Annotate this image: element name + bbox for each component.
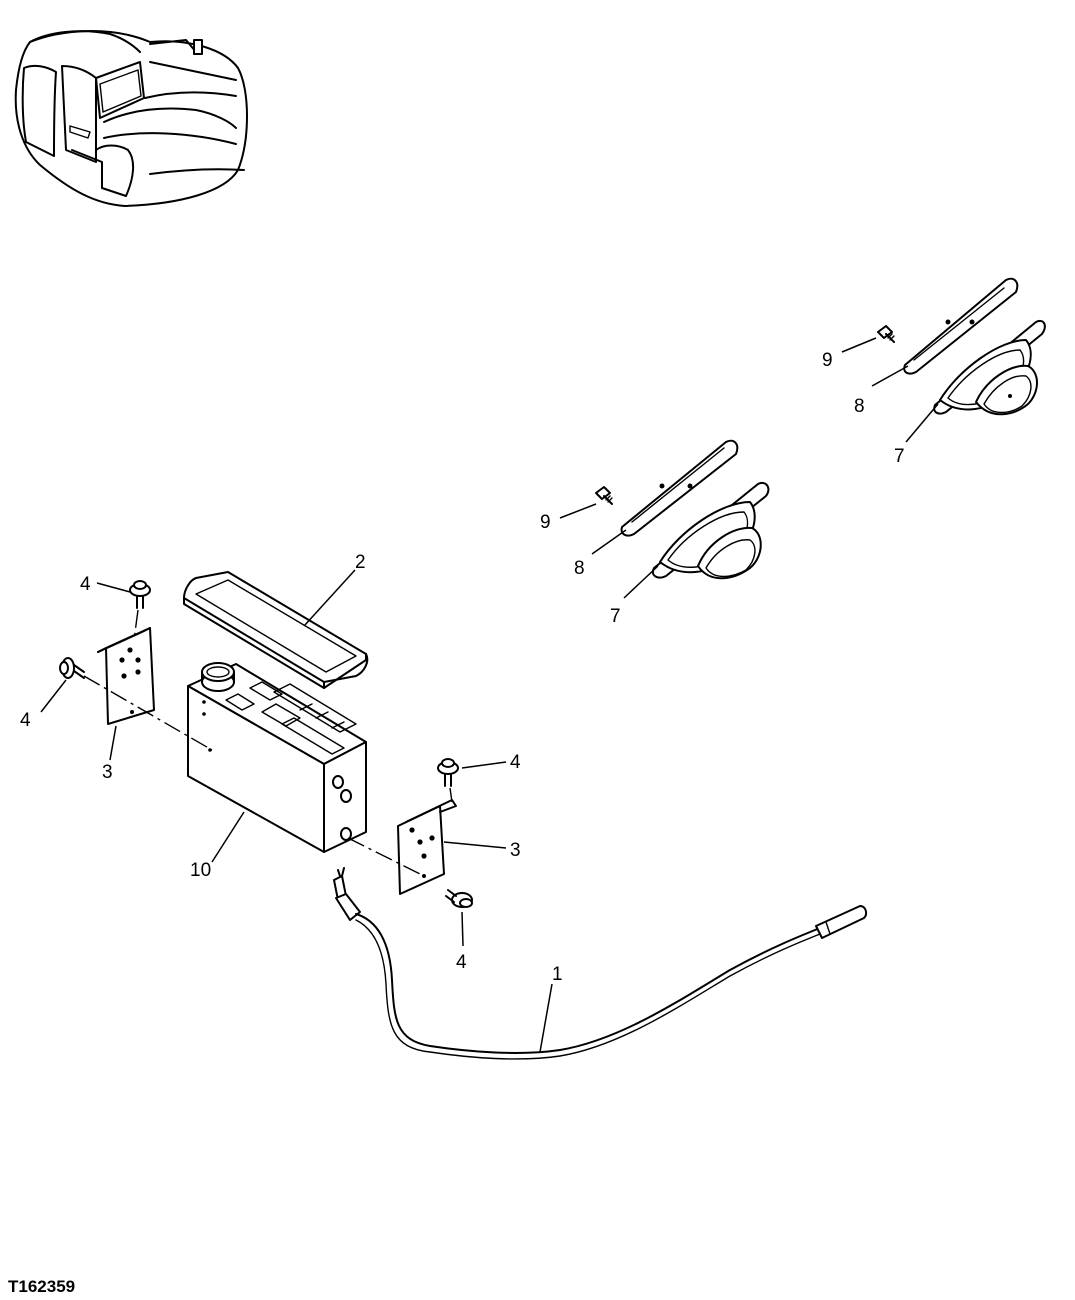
screw-left-side (59, 657, 85, 679)
callout-8-left: 8 (574, 558, 585, 579)
leader-lines (40, 337, 939, 1053)
callout-7-left: 7 (610, 606, 621, 627)
callout-2: 2 (355, 552, 366, 573)
callout-4-top-left: 4 (80, 574, 91, 595)
callout-4-left: 4 (20, 710, 31, 731)
callout-4-bottom-right: 4 (456, 952, 467, 973)
callout-8-right: 8 (854, 396, 865, 417)
radio-unit (187, 662, 367, 853)
screw-top-left (129, 580, 151, 609)
machine-locator-illustration (14, 30, 248, 207)
callout-4-top-right: 4 (510, 752, 521, 773)
mounting-bracket-left (97, 627, 155, 725)
mounting-bracket-right (397, 799, 457, 895)
callout-labels: 4 4 3 2 10 4 3 4 1 9 8 7 9 8 7 (20, 350, 905, 985)
screw-top-right (437, 758, 459, 787)
callout-10: 10 (190, 860, 211, 881)
radio-cover-tray (183, 571, 369, 689)
callout-9-left: 9 (540, 512, 551, 533)
callout-9-right: 9 (822, 350, 833, 371)
callout-1: 1 (552, 964, 563, 985)
screw-bottom-right (445, 889, 473, 908)
speaker-assembly-left (595, 439, 770, 580)
callout-7-right: 7 (894, 446, 905, 467)
speaker-assembly-right (877, 277, 1046, 416)
figure-id: T162359 (8, 1277, 75, 1296)
assembly-centerlines (83, 609, 453, 877)
antenna-cable (333, 867, 868, 1060)
callout-3-left: 3 (102, 762, 113, 783)
callout-3-right: 3 (510, 840, 521, 861)
